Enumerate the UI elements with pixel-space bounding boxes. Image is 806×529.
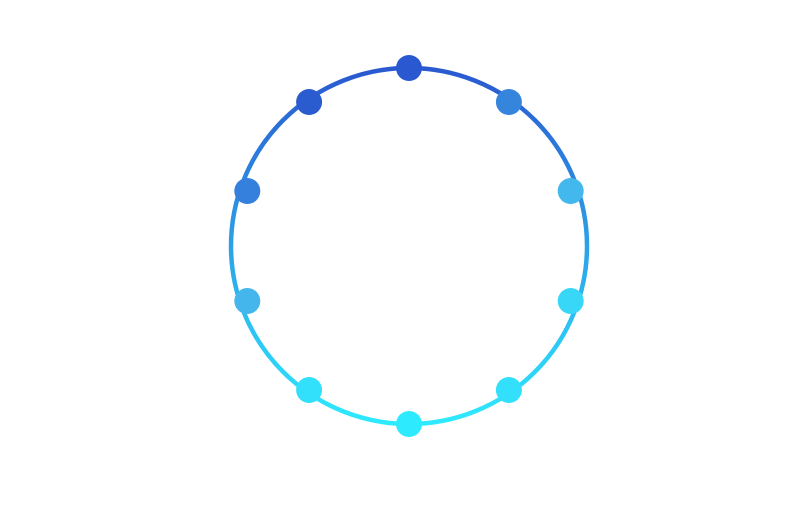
ring-node — [396, 55, 422, 81]
ring-node — [557, 288, 584, 314]
ring-node — [296, 89, 323, 115]
ring-nodes — [234, 55, 584, 437]
ring-node — [495, 89, 522, 115]
ring-node — [296, 377, 323, 403]
ring-node — [557, 178, 584, 204]
ring-node — [234, 178, 261, 204]
ring-node — [495, 377, 522, 403]
ring-circle — [228, 65, 590, 427]
ring-node — [396, 411, 422, 437]
ring-node — [234, 288, 261, 314]
